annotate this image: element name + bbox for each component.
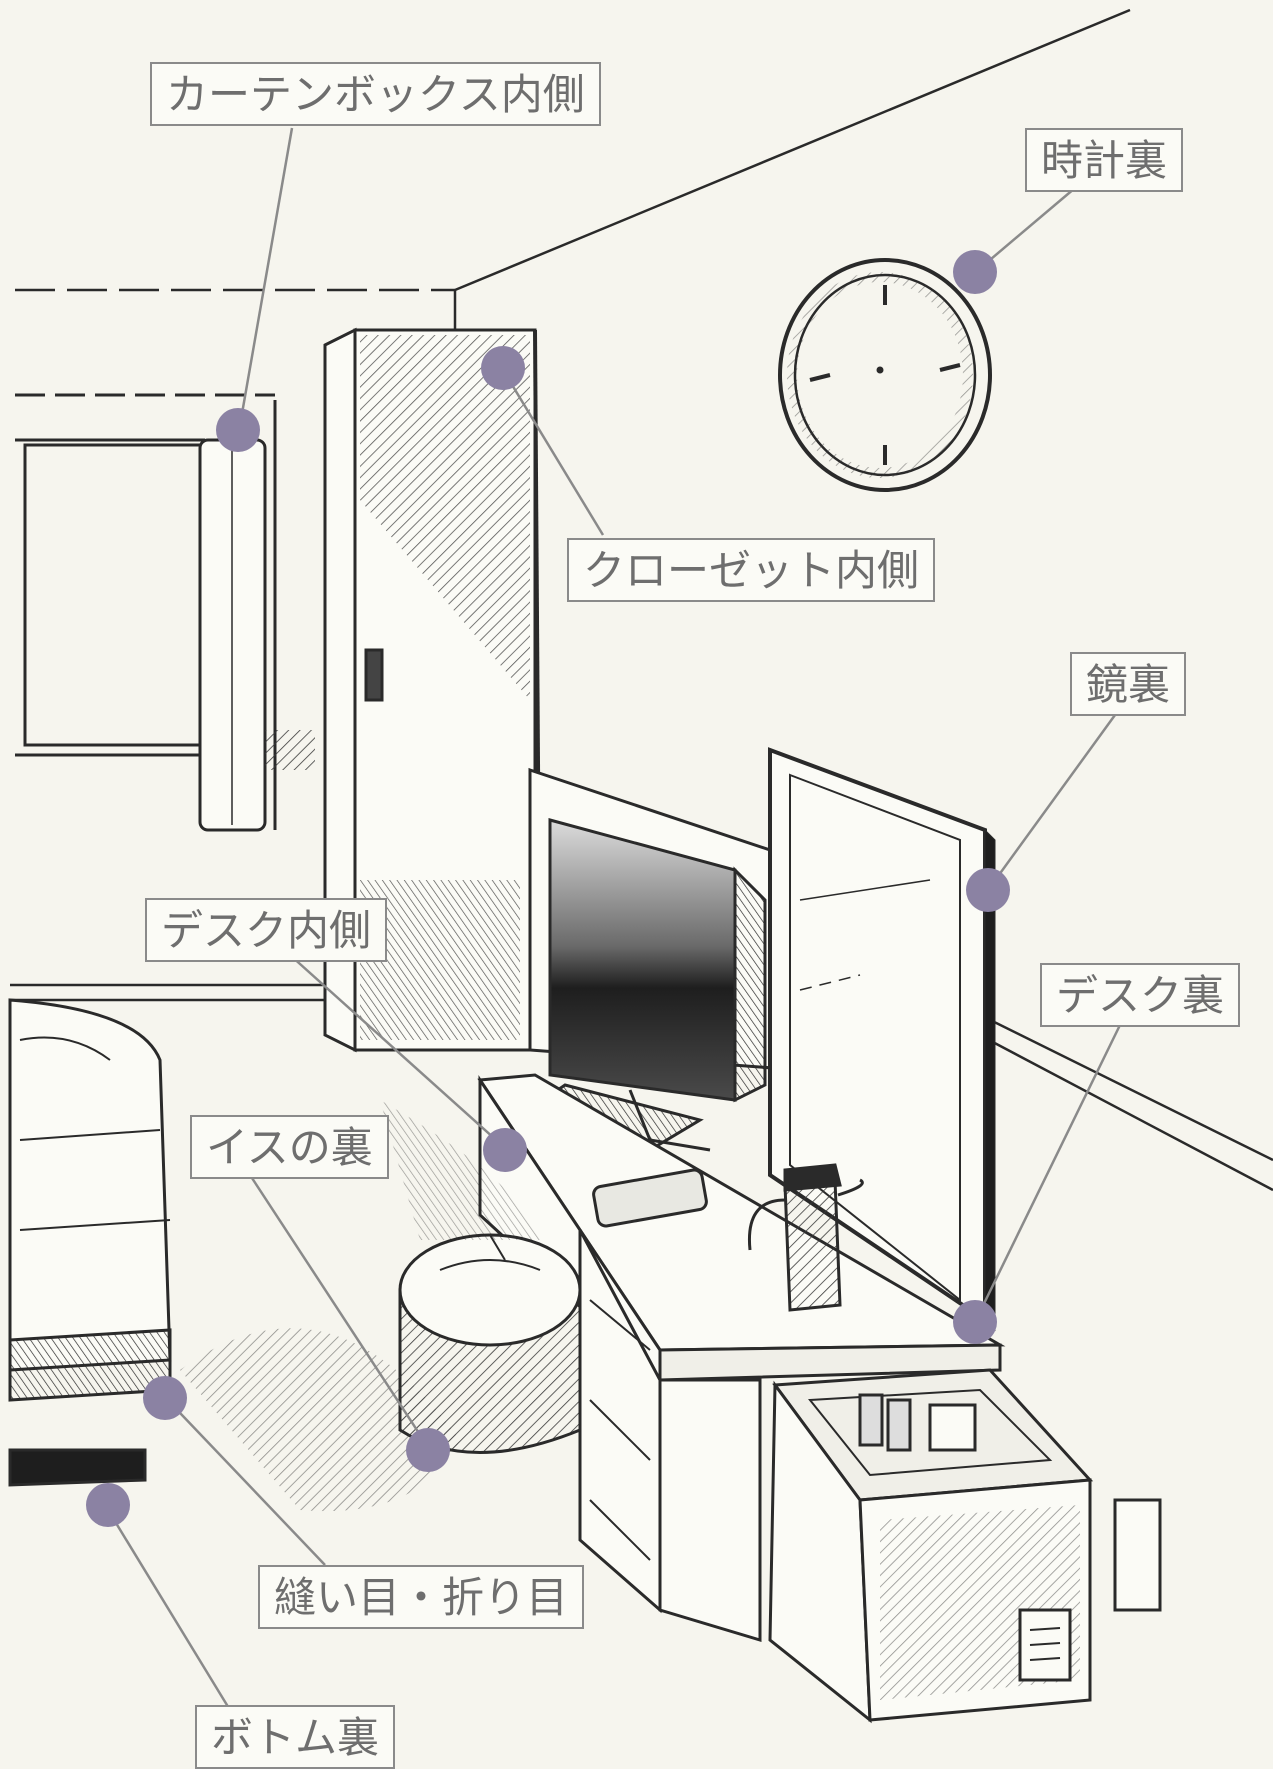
label-curtain-box-inside: カーテンボックス内側 bbox=[150, 62, 601, 126]
fridge-illustration bbox=[768, 1368, 1162, 1724]
marker-seams-folds bbox=[143, 1376, 187, 1420]
wall-lines bbox=[10, 8, 1273, 1192]
marker-curtain-box bbox=[216, 408, 260, 452]
closet-illustration bbox=[323, 327, 542, 1053]
floor-hatching bbox=[180, 1100, 540, 1512]
marker-desk-back bbox=[953, 1300, 997, 1344]
marker-mirror-back bbox=[966, 868, 1010, 912]
marker-chair-back bbox=[406, 1428, 450, 1472]
label-chair-back: イスの裏 bbox=[190, 1115, 389, 1179]
marker-desk-inside bbox=[483, 1128, 527, 1172]
label-closet-inside: クローゼット内側 bbox=[567, 538, 936, 602]
leader-lines bbox=[103, 127, 1122, 1711]
window-curtain-illustration bbox=[15, 393, 315, 832]
label-futon-back: ボトム裏 bbox=[195, 1705, 396, 1769]
marker-closet-inside bbox=[481, 346, 525, 390]
marker-futon-back bbox=[86, 1483, 130, 1527]
bed-illustration bbox=[8, 998, 172, 1487]
marker-clock-back bbox=[953, 250, 997, 294]
kettle-illustration bbox=[747, 1163, 864, 1312]
label-desk-back: デスク裏 bbox=[1040, 963, 1241, 1027]
label-desk-inside: デスク内側 bbox=[145, 898, 388, 962]
marker-dots bbox=[86, 250, 1010, 1527]
label-seams-folds: 縫い目・折り目 bbox=[258, 1565, 585, 1629]
stool-illustration bbox=[398, 1233, 582, 1454]
desk-illustration bbox=[477, 1073, 1006, 1643]
label-clock-back: 時計裏 bbox=[1025, 128, 1184, 192]
clock-illustration bbox=[778, 258, 992, 492]
label-mirror-back: 鏡裏 bbox=[1070, 652, 1187, 716]
